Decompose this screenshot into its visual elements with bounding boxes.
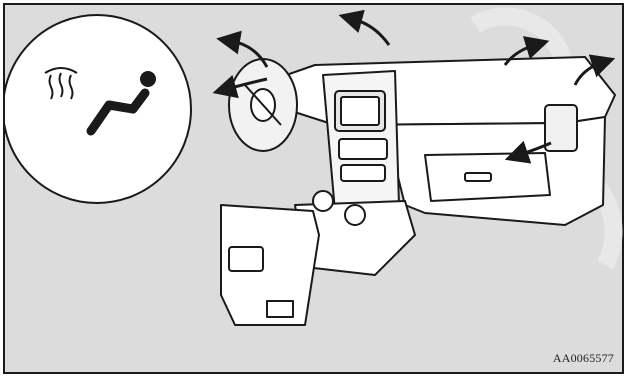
airflow-arrow bbox=[353, 19, 389, 45]
airflow-diagram bbox=[5, 5, 626, 376]
diagram-frame: AA0065577 bbox=[3, 3, 624, 374]
figure-code: AA0065577 bbox=[553, 351, 614, 366]
dashboard-illustration bbox=[221, 57, 615, 325]
mode-indicator bbox=[5, 15, 191, 203]
